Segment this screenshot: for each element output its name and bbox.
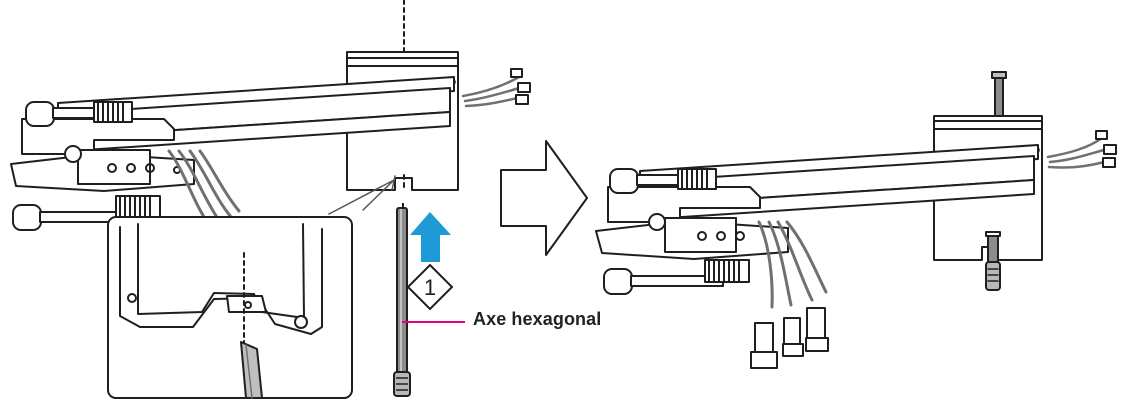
lower-knob-left — [12, 204, 42, 231]
detail-tab — [226, 295, 267, 313]
cable-set-right-2 — [767, 220, 793, 307]
detail-inset — [107, 216, 353, 399]
left-assembly — [10, 0, 531, 231]
bracket-front-left — [77, 149, 151, 185]
mount-plate-slot — [346, 57, 459, 67]
callout-label: Axe hexagonal — [473, 309, 602, 329]
bracket-front-right — [664, 217, 737, 253]
cable-set-right-4 — [785, 220, 828, 294]
rear-cables-left — [461, 75, 521, 98]
cable-set-right-3 — [776, 220, 814, 302]
rear-cables-right — [1046, 136, 1104, 159]
upper-knob-left — [25, 101, 55, 127]
detail-rod — [240, 341, 263, 399]
step-marker-icon: 1 — [406, 263, 454, 311]
cable-set-left-2 — [177, 149, 222, 224]
detail-hole-left — [127, 293, 137, 303]
rear-connector-left-3 — [515, 94, 529, 105]
roller-left — [64, 145, 82, 163]
up-arrow-icon — [410, 212, 451, 262]
connector-right-3 — [806, 307, 826, 339]
connector-right-2 — [783, 317, 801, 345]
rear-connector-left-1 — [510, 68, 523, 78]
cable-set-left-4 — [198, 149, 241, 213]
top-rod-right — [994, 73, 1004, 121]
lower-knob-right — [603, 268, 633, 295]
rear-connector-left-2 — [517, 82, 531, 93]
hex-rod-shaft — [396, 207, 408, 375]
lower-bracket-right — [607, 186, 761, 223]
connector-right-1 — [754, 322, 774, 354]
cable-set-right-1 — [757, 220, 774, 309]
right-arrow-icon — [500, 140, 588, 256]
lower-spring-left — [115, 195, 161, 219]
right-assembly — [595, 71, 1117, 369]
cable-set-left-3 — [188, 149, 233, 219]
upper-knob-right — [609, 168, 639, 194]
step-marker-label: 1 — [424, 275, 436, 300]
lower-bracket-left — [21, 118, 175, 155]
detail-hole-right — [294, 315, 308, 329]
hex-rod — [393, 203, 411, 397]
